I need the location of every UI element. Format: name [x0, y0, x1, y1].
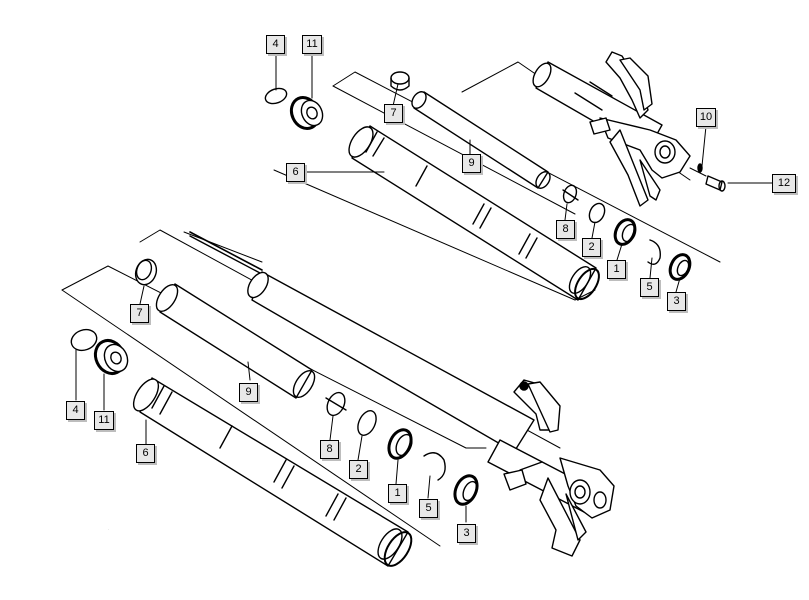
callout-top-10[interactable]: 10	[696, 108, 716, 127]
bottom-bushing-7	[134, 258, 158, 286]
bottom-leader-lines	[75, 285, 467, 523]
top-steering-tube	[532, 51, 691, 207]
callout-bottom-3[interactable]: 3	[457, 524, 476, 543]
top-collar-1	[613, 218, 637, 246]
bottom-oring-4	[70, 328, 98, 352]
bottom-tube-9	[155, 283, 316, 399]
top-bushing-8	[562, 184, 579, 204]
bottom-stanchion-6	[132, 377, 413, 567]
callout-top-5[interactable]: 5	[640, 278, 659, 297]
callout-bottom-4[interactable]: 4	[66, 401, 85, 420]
bottom-damper-rod	[189, 231, 535, 453]
callout-bottom-11[interactable]: 11	[94, 411, 114, 430]
top-oring-4	[264, 87, 288, 105]
callout-top-2[interactable]: 2	[582, 238, 601, 257]
callout-bottom-8[interactable]: 8	[320, 440, 339, 459]
bottom-clip-5	[423, 452, 446, 481]
bottom-ring-2	[357, 410, 377, 436]
bottom-seal-3	[453, 474, 479, 506]
callout-top-3[interactable]: 3	[667, 292, 686, 311]
callout-top-8[interactable]: 8	[556, 220, 575, 239]
bottom-bushing-8	[325, 391, 347, 417]
top-clip-5	[647, 239, 661, 265]
top-outline-lines	[273, 61, 721, 301]
callout-bottom-9[interactable]: 9	[239, 383, 258, 402]
top-tube-9	[411, 91, 551, 189]
callout-top-11[interactable]: 11	[302, 35, 322, 54]
top-bushing-7	[390, 71, 410, 91]
bottom-steering-assembly	[487, 379, 615, 557]
callout-top-7[interactable]: 7	[384, 104, 403, 123]
svg-text:.: .	[108, 526, 109, 531]
bottom-collar-1	[387, 428, 413, 460]
callout-bottom-5[interactable]: 5	[419, 499, 438, 518]
top-leader-lines	[275, 51, 773, 293]
callout-top-12[interactable]: 12	[772, 174, 796, 193]
top-ring-2	[588, 202, 606, 224]
top-seal-11	[289, 95, 324, 131]
callout-bottom-1[interactable]: 1	[388, 484, 407, 503]
top-seal-3	[668, 253, 692, 281]
callout-top-1[interactable]: 1	[607, 260, 626, 279]
top-stanchion-6	[348, 125, 600, 301]
bottom-seal-11	[93, 338, 129, 376]
callout-top-4[interactable]: 4	[266, 35, 285, 54]
bottom-assembly	[61, 229, 615, 567]
callout-bottom-2[interactable]: 2	[349, 460, 368, 479]
top-assembly	[264, 51, 773, 301]
callout-bottom-6[interactable]: 6	[136, 444, 155, 463]
callout-top-6[interactable]: 6	[286, 163, 305, 182]
callout-top-9[interactable]: 9	[462, 154, 481, 173]
top-bolt	[689, 163, 726, 192]
callout-bottom-7[interactable]: 7	[130, 304, 149, 323]
